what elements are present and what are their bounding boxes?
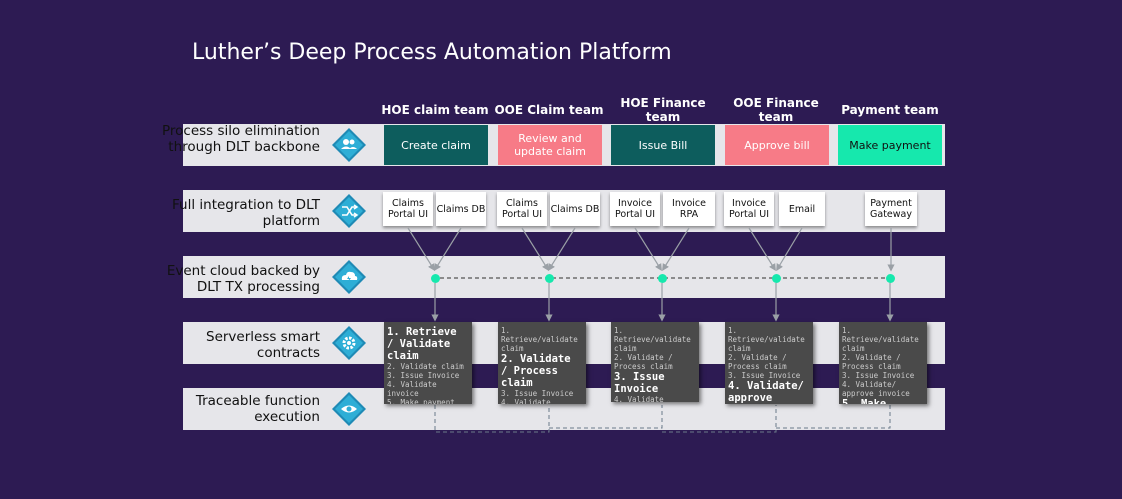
row-label-integration: Full integration to DLT platform xyxy=(172,197,320,229)
contract-step-line: 2. Validate / Process claim xyxy=(501,353,577,389)
contract-step-line: 4. Validate invoice xyxy=(501,398,551,404)
users-icon xyxy=(332,128,366,162)
team-header-payment: Payment team xyxy=(841,103,939,117)
contract-step-line: 1. Retrieve/validate claim xyxy=(501,326,583,353)
event-dot-1 xyxy=(431,274,440,283)
contract-step-line: 2. Validate / Process claim xyxy=(842,353,906,371)
system-invoice-rpa: Invoice RPA xyxy=(663,192,715,226)
band-event-cloud xyxy=(183,256,945,298)
contract-step-line: 5. Make payment xyxy=(387,398,455,404)
system-claims-portal-ui-2: Claims Portal UI xyxy=(497,192,547,226)
process-box-create-claim: Create claim xyxy=(384,125,488,165)
eye-icon xyxy=(332,392,366,426)
contract-step-line: 5. Make payment xyxy=(842,398,887,404)
process-box-make-payment: Make payment xyxy=(838,125,942,165)
event-dot-4 xyxy=(772,274,781,283)
contract-step-line: 4. Validate invoice xyxy=(614,395,664,402)
contract-step-line: 4. Validate/ approve invoice xyxy=(728,380,804,404)
process-box-issue-bill: Issue Bill xyxy=(611,125,715,165)
contract-step-line: 1. Retrieve/validate claim xyxy=(842,326,924,353)
contract-step-line: 2. Validate / Process claim xyxy=(728,353,792,371)
row-label-process-silo: Process silo elimination through DLT bac… xyxy=(162,123,320,155)
gear-icon xyxy=(332,326,366,360)
contract-step-line: 3. Issue Invoice xyxy=(387,371,460,380)
system-payment-gateway: Payment Gateway xyxy=(865,192,917,226)
row-label-smart-contracts: Serverless smart contracts xyxy=(206,329,320,361)
system-email: Email xyxy=(779,192,825,226)
row-label-event-cloud: Event cloud backed by DLT TX processing xyxy=(166,263,320,295)
contract-step-line: 4. Validate/ approve invoice xyxy=(842,380,910,398)
system-invoice-portal-ui-2: Invoice Portal UI xyxy=(724,192,774,226)
system-claims-db-1: Claims DB xyxy=(436,192,486,226)
team-header-hoe-claim: HOE claim team xyxy=(381,103,489,117)
contract-step-line: 4. Validate invoice xyxy=(387,380,442,398)
contract-step-line: 3. Issue Invoice xyxy=(842,371,915,380)
page-title: Luther’s Deep Process Automation Platfor… xyxy=(192,40,672,65)
system-claims-portal-ui-1: Claims Portal UI xyxy=(383,192,433,226)
contract-step-line: 1. Retrieve/validate claim xyxy=(728,326,810,353)
contract-step-line: 3. Issue Invoice xyxy=(614,371,671,395)
system-invoice-portal-ui-1: Invoice Portal UI xyxy=(610,192,660,226)
team-header-hoe-finance: HOE Finance team xyxy=(620,96,706,124)
team-header-ooe-finance: OOE Finance team xyxy=(733,96,819,124)
contract-step-line: 2. Validate claim xyxy=(387,362,464,371)
event-dot-3 xyxy=(658,274,667,283)
contract-step-line: 3. Issue Invoice xyxy=(728,371,801,380)
cloud-lightning-icon xyxy=(332,260,366,294)
event-dot-5 xyxy=(886,274,895,283)
row-label-traceable: Traceable function execution xyxy=(195,393,320,425)
shuffle-icon xyxy=(332,194,366,228)
contract-step-line: 1. Retrieve/validate claim xyxy=(614,326,696,353)
system-claims-db-2: Claims DB xyxy=(550,192,600,226)
contract-step-line: 3. Issue Invoice xyxy=(501,389,574,398)
process-box-review-claim: Review and update claim xyxy=(498,125,602,165)
event-dot-2 xyxy=(545,274,554,283)
team-header-ooe-claim: OOE Claim team xyxy=(494,103,604,117)
process-box-approve-bill: Approve bill xyxy=(725,125,829,165)
contract-step-line: 1. Retrieve / Validate claim xyxy=(387,326,463,362)
contract-step-line: 2. Validate / Process claim xyxy=(614,353,678,371)
